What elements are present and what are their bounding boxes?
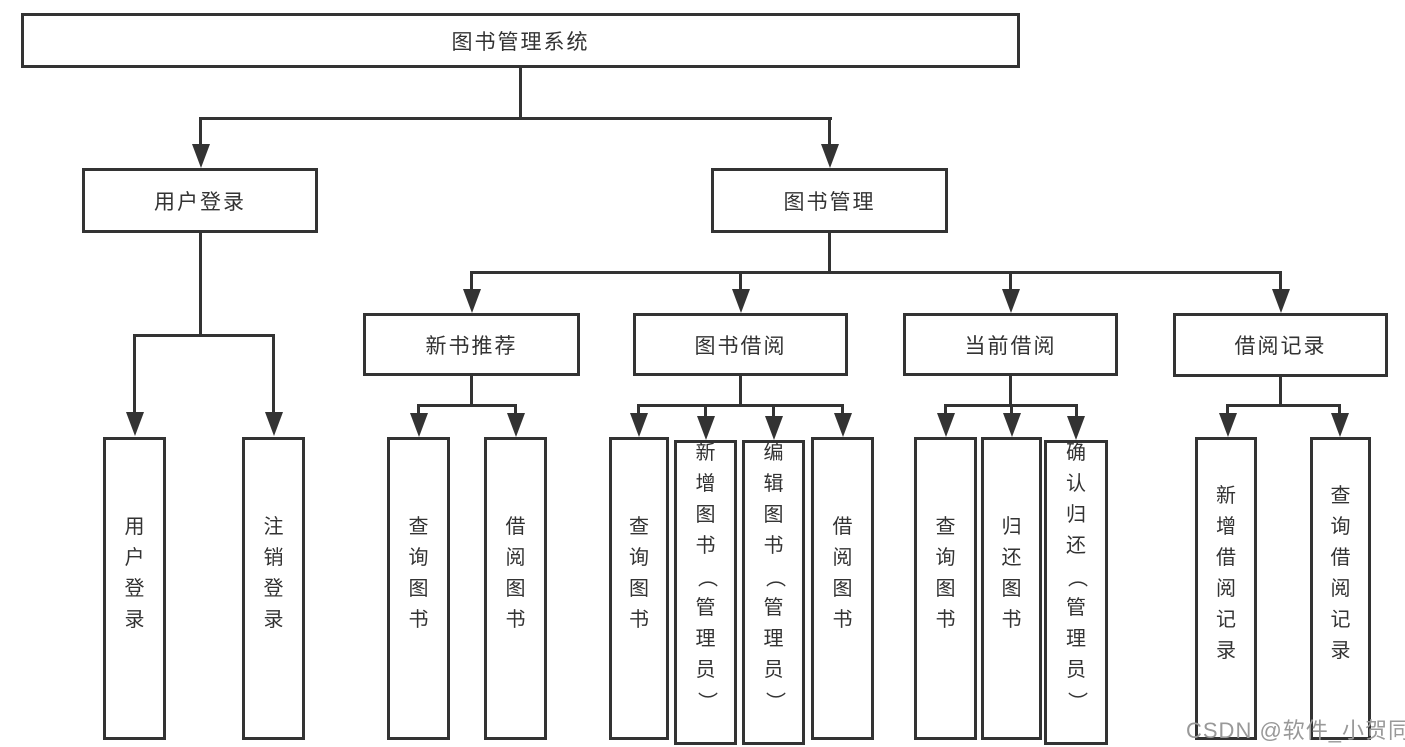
leaf-query-book: 查询图书 (914, 437, 977, 740)
connector-drop (1009, 271, 1012, 291)
connector-root-left-drop (199, 117, 202, 147)
leaf-add-borrow-record: 新增借阅记录 (1195, 437, 1257, 740)
leaf-user-login: 用户登录 (103, 437, 166, 740)
connector-root-right-drop (828, 117, 831, 147)
connector-drop (704, 404, 707, 419)
connector-userlogin-bar (133, 334, 275, 337)
arrow-down-icon (507, 413, 525, 437)
arrow-down-icon (1219, 413, 1237, 437)
arrow-down-icon (834, 413, 852, 437)
connector-drop (1226, 404, 1229, 416)
connector-drop (514, 404, 517, 416)
connector-drop (133, 334, 136, 412)
arrow-down-icon (1002, 289, 1020, 313)
node-library-system: 图书管理系统 (21, 13, 1020, 68)
connector-root-stem (519, 66, 522, 119)
connector-drop (772, 404, 775, 419)
connector-root-bar (199, 117, 832, 120)
leaf-query-book: 查询图书 (609, 437, 669, 740)
connector-stem (1009, 374, 1012, 407)
connector-drop (1279, 271, 1282, 291)
connector-drop (841, 404, 844, 416)
arrow-down-icon (937, 413, 955, 437)
leaf-borrow-book: 借阅图书 (811, 437, 874, 740)
node-new-book-recommend: 新书推荐 (363, 313, 580, 376)
arrow-down-icon (265, 412, 283, 436)
node-current-borrow: 当前借阅 (903, 313, 1118, 376)
leaf-query-borrow-record: 查询借阅记录 (1310, 437, 1371, 740)
connector-drop (470, 271, 473, 291)
connector-drop (1010, 404, 1013, 416)
leaf-confirm-return-admin: 确认归还（管理员） (1044, 440, 1108, 745)
connector-bar (417, 404, 517, 407)
connector-stem (1279, 374, 1282, 407)
node-user-login: 用户登录 (82, 168, 318, 233)
arrow-down-icon (192, 144, 210, 168)
connector-bar (637, 404, 844, 407)
node-book-management: 图书管理 (711, 168, 948, 233)
connector-drop (944, 404, 947, 416)
arrow-down-icon (765, 416, 783, 440)
arrow-down-icon (630, 413, 648, 437)
connector-drop (272, 334, 275, 412)
connector-bookmgmt-bar (470, 271, 1282, 274)
connector-bookmgmt-stem (828, 230, 831, 273)
leaf-return-book: 归还图书 (981, 437, 1042, 740)
leaf-edit-book-admin: 编辑图书（管理员） (742, 440, 805, 745)
connector-drop (739, 271, 742, 291)
csdn-watermark: CSDN @软件_小贺同学 (1186, 718, 1405, 743)
leaf-borrow-book: 借阅图书 (484, 437, 547, 740)
leaf-query-book: 查询图书 (387, 437, 450, 740)
connector-drop (417, 404, 420, 416)
arrow-down-icon (1003, 413, 1021, 437)
connector-drop (1075, 404, 1078, 419)
arrow-down-icon (410, 413, 428, 437)
connector-drop (637, 404, 640, 416)
arrow-down-icon (463, 289, 481, 313)
arrow-down-icon (732, 289, 750, 313)
arrow-down-icon (1331, 413, 1349, 437)
connector-bar (1226, 404, 1341, 407)
connector-stem (470, 374, 473, 407)
connector-userlogin-stem (199, 230, 202, 336)
arrow-down-icon (821, 144, 839, 168)
arrow-down-icon (697, 416, 715, 440)
arrow-down-icon (1272, 289, 1290, 313)
leaf-add-book-admin: 新增图书（管理员） (674, 440, 737, 745)
arrow-down-icon (126, 412, 144, 436)
connector-stem (739, 374, 742, 407)
connector-drop (1338, 404, 1341, 416)
node-book-borrow: 图书借阅 (633, 313, 848, 376)
node-borrow-records: 借阅记录 (1173, 313, 1388, 377)
leaf-logout-login: 注销登录 (242, 437, 305, 740)
arrow-down-icon (1067, 416, 1085, 440)
